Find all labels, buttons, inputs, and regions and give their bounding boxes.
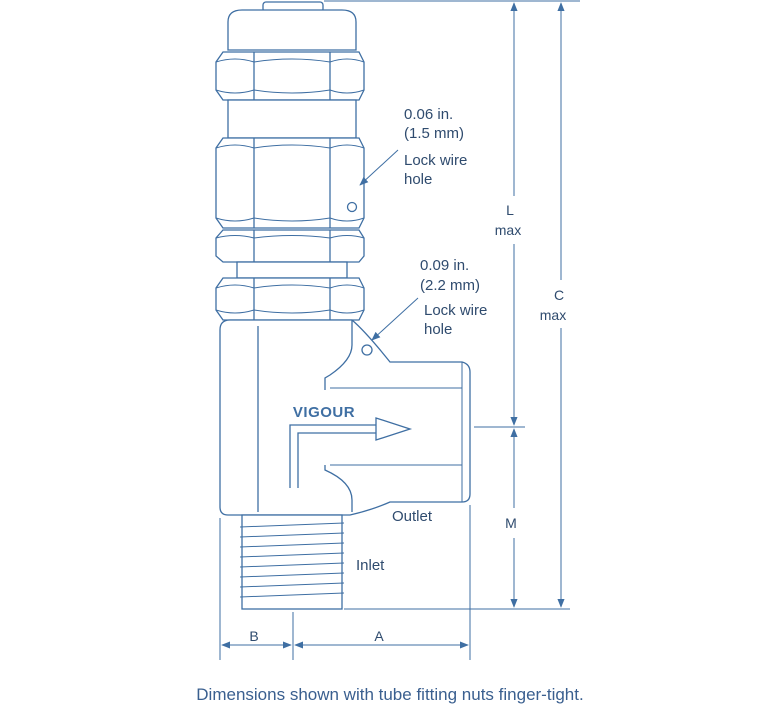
dimension-m: M xyxy=(505,428,518,608)
upper-hole-label-line2: hole xyxy=(404,171,432,188)
upper-lock-wire-callout: 0.06 in. (1.5 mm) Lock wire hole xyxy=(359,106,467,188)
caption: Dimensions shown with tube fitting nuts … xyxy=(196,685,583,704)
dimension-l-label: L xyxy=(506,202,514,218)
dimension-c: C max xyxy=(540,2,566,608)
dimension-m-label: M xyxy=(505,515,517,531)
dimension-a-label: A xyxy=(374,628,384,644)
dimension-c-label: C xyxy=(554,287,564,303)
upper-hex-nut xyxy=(215,51,365,101)
lower-lock-wire-callout: 0.09 in. (2.2 mm) Lock wire hole xyxy=(371,257,487,341)
brand-logo: VIGOUR xyxy=(293,404,355,421)
dimension-l: L max xyxy=(495,2,521,426)
main-hex xyxy=(215,137,365,229)
upper-hole-size-in: 0.06 in. xyxy=(404,106,453,123)
top-cap xyxy=(227,1,357,51)
thread-gap xyxy=(236,261,348,279)
lower-hole-label-line2: hole xyxy=(424,321,452,338)
lower-hole-size-mm: (2.2 mm) xyxy=(420,277,480,294)
lower-hole-size-in: 0.09 in. xyxy=(420,257,469,274)
middle-hex-nut xyxy=(215,229,365,263)
dimension-b-label: B xyxy=(249,628,258,644)
dimension-c-max: max xyxy=(540,307,566,323)
extension-lines xyxy=(219,0,580,660)
dimension-l-max: max xyxy=(495,222,521,238)
dimension-b: B xyxy=(221,628,292,649)
lower-lock-wire-hole xyxy=(361,344,373,356)
lower-hex-nut xyxy=(215,277,365,321)
neck xyxy=(227,99,357,139)
inlet-label: Inlet xyxy=(356,557,385,574)
upper-hole-label-line1: Lock wire xyxy=(404,152,467,169)
upper-hole-size-mm: (1.5 mm) xyxy=(404,125,464,142)
threaded-inlet xyxy=(239,514,345,610)
dimension-a: A xyxy=(294,628,469,649)
outlet-label: Outlet xyxy=(392,508,433,525)
lower-hole-label-line1: Lock wire xyxy=(424,302,487,319)
elbow-body: VIGOUR xyxy=(219,319,471,516)
upper-lock-wire-hole xyxy=(346,201,358,213)
flow-arrow-icon xyxy=(375,417,413,441)
